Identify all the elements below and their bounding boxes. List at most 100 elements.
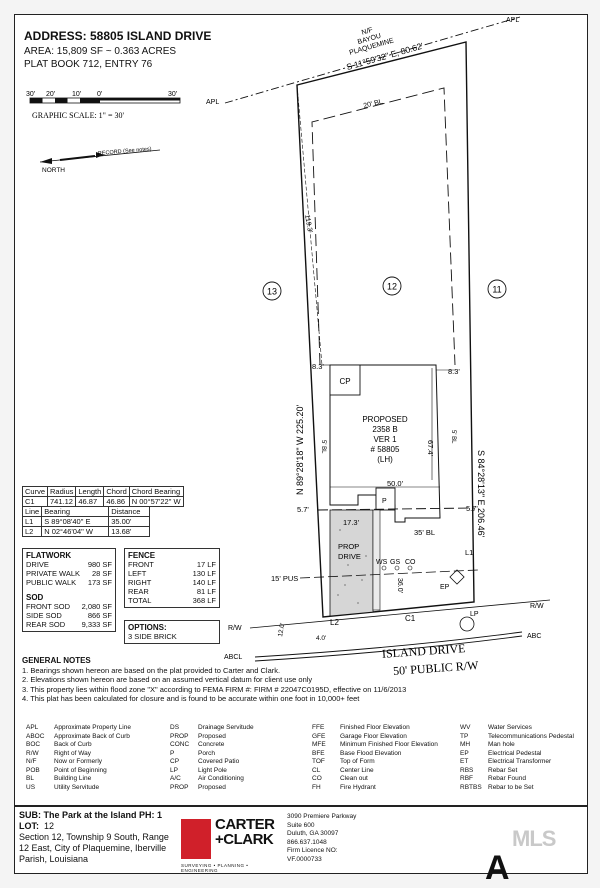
table-header: Length [75, 486, 105, 497]
line-table: Line Bearing Distance L1 S 89°08'40" E 3… [21, 506, 151, 537]
plat-sheet [14, 14, 588, 806]
legend-desc: Fire Hydrant [340, 783, 376, 791]
ws-label: WS [376, 559, 388, 566]
lot-number-11: 11 [492, 285, 501, 295]
left-bearing: N 89°28'18" W 225.20' [295, 404, 305, 495]
legend-col-1: APL Approximate Property Line ABOC Approxi… [26, 724, 131, 792]
area-text: AREA: 15,809 SF ~ 0.363 ACRES [24, 46, 177, 57]
lot-label: LOT: [19, 821, 39, 831]
walk-dist: 36.0' [396, 578, 403, 593]
house-model: 2358 B [372, 425, 397, 434]
legend-desc: Now or Formerly [54, 758, 103, 765]
curve-table: Curve Radius Length Chord Chord Bearing … [21, 486, 184, 507]
drive-width: 17.3' [343, 518, 360, 527]
lot-value: 12 [44, 821, 55, 831]
legend-desc: Clean out [340, 775, 368, 782]
pus-label: 15' PUS [271, 574, 298, 583]
fence-value: 140 LF [192, 578, 216, 587]
legend-desc: Minimum Finished Floor Elevation [340, 741, 438, 748]
flatwork-value: 173 SF [87, 578, 112, 587]
rw-left-label: R/W [228, 625, 242, 632]
legend-abbr: WV [460, 724, 471, 731]
legend-desc: Porch [198, 749, 215, 757]
flatwork-value: 980 SF [87, 560, 112, 569]
legend-abbr: PROP [170, 732, 189, 740]
north-label: NORTH [42, 167, 65, 174]
legend-desc: Top of Form [340, 758, 375, 765]
table-header: Radius [47, 486, 77, 497]
house-footprint [329, 364, 441, 523]
mls-watermark: MLS [512, 826, 556, 851]
legend-abbr: CONC [170, 741, 190, 748]
logo-mark-icon [181, 819, 211, 859]
side-bl-right: 5' BL [450, 430, 456, 444]
graphic-scale: 30' 20' 10' 0' 30' GRAPHIC SCALE: 1" = 3… [26, 91, 181, 120]
table-cell: 741.12 [47, 496, 77, 507]
sod-value: 866 SF [87, 611, 112, 620]
note-item: 2. Elevations shown hereon are based on … [22, 675, 313, 684]
legend-abbr: ET [460, 758, 469, 765]
fence-value: 130 LF [192, 569, 216, 578]
sod-item: FRONT SOD [26, 602, 71, 611]
legend-desc: Electrical Transformer [488, 758, 552, 765]
front-bl-label: 35' BL [414, 528, 435, 537]
ep-label: EP [440, 584, 450, 591]
legend-desc: Approximate Property Line [54, 724, 131, 731]
table-cell: C1 [21, 496, 49, 507]
legend-desc: Base Flood Elevation [340, 749, 402, 757]
contact-line: Firm Licence NO: [287, 847, 338, 854]
sod-item: REAR SOD [26, 620, 66, 629]
options-title: OPTIONS: [128, 623, 167, 632]
legend-abbr: CP [170, 758, 180, 765]
contact-line: 3090 Premiere Parkway [287, 813, 357, 820]
rw-right-label: R/W [530, 603, 544, 610]
legend-desc: Drainage Servitude [198, 724, 254, 731]
legend-desc: Rebar to be Set [488, 783, 534, 791]
house-number: # 58805 [371, 445, 400, 454]
legend-desc: Finished Floor Elevation [340, 724, 410, 731]
right-bearing: S 84°28'13" E 206.46' [476, 450, 486, 538]
legend-abbr: N/F [26, 758, 37, 765]
legend-abbr: DS [170, 724, 180, 731]
gs-label: GS [390, 559, 400, 566]
legend-abbr: US [26, 783, 36, 791]
legend-desc: Concrete [198, 741, 225, 748]
legend-abbr: LP [170, 766, 178, 774]
scale-tick: 20' [46, 91, 55, 98]
fence-title: FENCE [128, 551, 156, 560]
legend-desc: Approximate Back of Curb [54, 732, 130, 740]
legend-abbr: TOF [312, 758, 325, 765]
table-header: Chord [103, 486, 130, 497]
walk [372, 509, 381, 611]
legend-desc: Right of Way [54, 749, 91, 757]
legend-desc: Covered Patio [198, 758, 240, 765]
legend-desc: Point of Beginning [54, 766, 107, 774]
flatwork-item: PRIVATE WALK [26, 569, 81, 578]
fence-item: TOTAL [128, 596, 152, 605]
legend-abbr: ABOC [26, 732, 45, 740]
co-label: CO [405, 559, 416, 566]
sod-value: 2,080 SF [81, 602, 112, 611]
legend-abbr: EP [460, 749, 469, 757]
light-pole-icon [459, 616, 475, 632]
fence-value: 81 LF [196, 587, 216, 596]
contact-line: Duluth, GA 30097 [287, 830, 339, 837]
general-notes: GENERAL NOTES 1. Bearings shown hereon a… [22, 656, 562, 704]
record-label: RECORD (See notes) [98, 146, 152, 157]
table-header: Bearing [41, 506, 110, 517]
curb-dist-b: 4.0' [316, 635, 326, 642]
legend-desc: Proposed [198, 783, 226, 791]
legend-abbr: R/W [26, 749, 39, 757]
legend-abbr: GFE [312, 732, 326, 740]
porch-label: P [382, 498, 387, 505]
fence-item: RIGHT [128, 578, 152, 587]
legend-abbr: APL [26, 724, 39, 731]
legend-desc: Water Services [488, 724, 532, 731]
table-cell: L1 [21, 516, 43, 527]
legend-abbr: BL [26, 775, 34, 782]
legend-abbr: MFE [312, 741, 326, 748]
scale-tick: 30' [168, 91, 177, 98]
